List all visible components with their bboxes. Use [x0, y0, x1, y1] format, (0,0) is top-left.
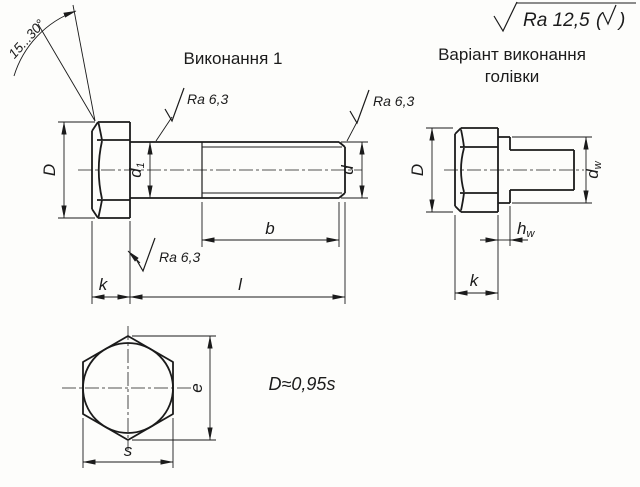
- dim-l-label: l: [238, 275, 243, 294]
- general-roughness-value: Ra 12,5: [523, 10, 590, 31]
- dim-dw-label: dw: [583, 160, 604, 178]
- angle-arc-arrow: [13, 10, 77, 77]
- roughness-check-icon: [493, 1, 518, 33]
- roughness-check-icon: [164, 87, 185, 123]
- dim-hw-label: hw: [517, 219, 535, 240]
- formula-label: D≈0,95s: [269, 374, 336, 394]
- roughness-check-icon: [349, 89, 370, 125]
- roughness-callout-shank: Ra 6,3: [155, 87, 228, 142]
- local-roughness-value: Ra 6,3: [159, 249, 200, 265]
- end-chamfer: [338, 141, 346, 199]
- hexagon-outline: [82, 335, 174, 441]
- dim-D-label: D: [40, 164, 59, 176]
- dim-d-label: d: [338, 165, 357, 175]
- roughness-leader-line: [155, 116, 173, 142]
- roughness-leader-line: [346, 121, 358, 142]
- head-chamfer-arcs: [97, 122, 103, 218]
- thread-minor-diameter-lines: [202, 146, 342, 194]
- dim-kl-extension-lines: [91, 202, 346, 304]
- main-view-title: Виконання 1: [184, 49, 283, 68]
- local-roughness-value: Ra 6,3: [187, 91, 228, 107]
- paren-close: ): [617, 10, 625, 31]
- dim-s-label: s: [124, 441, 133, 460]
- chamfer-extension-line: [72, 4, 96, 122]
- roughness-callout-thread: Ra 6,3: [346, 89, 414, 142]
- top-view: e s D≈0,95s: [62, 326, 335, 468]
- head-chamfer-edges: [454, 127, 462, 213]
- head-facet-lines: [97, 139, 130, 201]
- head-chamfer-arcs: [460, 129, 465, 211]
- dim-e-label: e: [187, 383, 206, 392]
- dim-dw-extension-lines: [512, 136, 592, 204]
- head-chamfer-edges: [91, 121, 99, 219]
- paren-open: (: [596, 10, 604, 31]
- variant-view-title-line1: Варіант виконання: [438, 45, 586, 64]
- head-facet-lines: [460, 146, 498, 194]
- chamfer-angle-label: 15...30°: [5, 16, 48, 61]
- roughness-leader-arrow: [127, 250, 141, 264]
- washer-face-outline: [498, 136, 511, 204]
- dim-k-label: k: [470, 271, 480, 290]
- variant-view-title-line2: голівки: [485, 67, 540, 86]
- roughness-check-small-icon: [602, 4, 617, 26]
- main-view: D d1 d b k l Ra 6,3 Ra 6,3: [40, 87, 414, 304]
- shank-outline: [130, 141, 339, 199]
- dim-b-label: b: [265, 219, 274, 238]
- dim-D-label: D: [408, 164, 427, 176]
- face-extension-line: [37, 23, 96, 122]
- head-top-bottom-edges: [98, 121, 130, 219]
- local-roughness-value: Ra 6,3: [373, 93, 414, 109]
- chamfer-angle-annotation: 15...30°: [5, 4, 96, 122]
- hexagon-centerlines: [62, 326, 194, 450]
- variant-shank-outline: [510, 149, 575, 191]
- general-roughness-note: Ra 12,5 ( ): [493, 1, 636, 33]
- variant-view: D dw hw k: [408, 127, 604, 300]
- dim-e-extension-lines: [132, 335, 216, 441]
- dim-k-extension-lines: [454, 215, 499, 300]
- dim-d1-label: d1: [126, 162, 147, 178]
- roughness-check-icon: [135, 237, 156, 273]
- head-top-bottom-edges: [461, 127, 498, 213]
- dim-k-label: k: [99, 275, 109, 294]
- roughness-callout-bearing-face: Ra 6,3: [127, 237, 200, 273]
